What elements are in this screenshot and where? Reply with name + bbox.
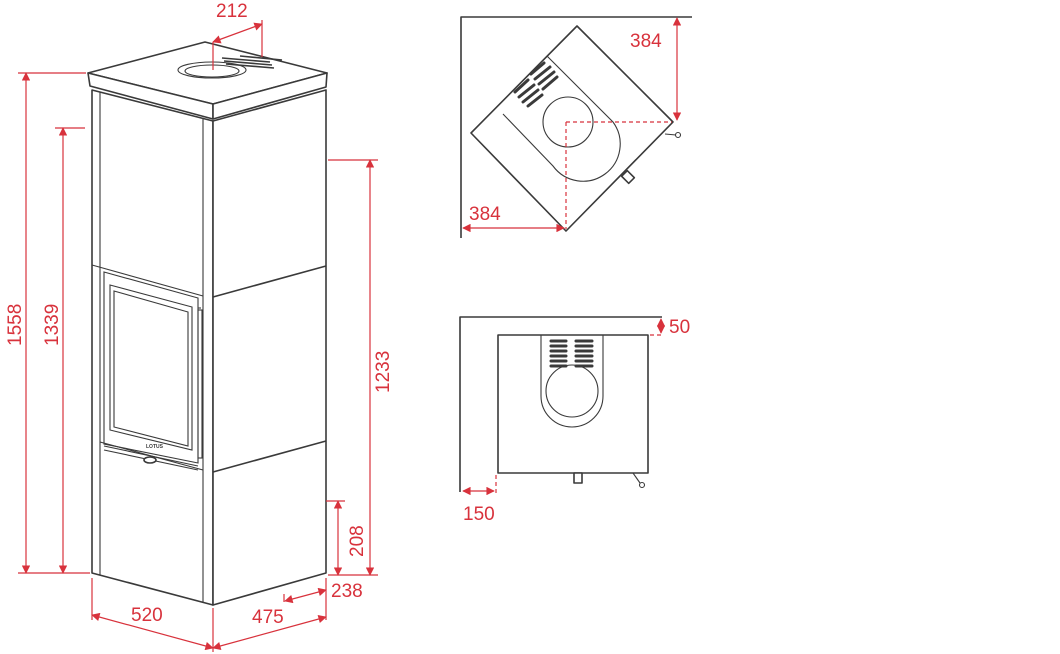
top-grille [221, 55, 283, 69]
dim-flue-offset: 212 [216, 1, 248, 22]
stove-door [103, 271, 199, 464]
dim-depth: 475 [252, 607, 284, 628]
flue-channel [540, 335, 604, 428]
flue-outlet [177, 61, 247, 79]
grille-slots [513, 61, 559, 108]
walls [459, 316, 662, 492]
flue-circle [545, 364, 599, 418]
dimension-lines: 212 1558 1339 1233 208 238 520 475 [5, 1, 394, 652]
flue-channel [502, 55, 621, 182]
flue-circle [542, 96, 594, 148]
dim-total-height: 1558 [5, 304, 26, 346]
dim-flue-center-height: 1339 [42, 304, 63, 346]
dim-rear-inlet-offset: 238 [331, 581, 363, 602]
door-glass [109, 284, 193, 451]
stove-outline-rotated [470, 25, 674, 232]
dim-corner-clearance-b: 384 [469, 204, 501, 225]
dim-width: 520 [131, 605, 163, 626]
corner-walls [460, 16, 692, 238]
dim-side-clearance: 150 [463, 504, 495, 525]
corner-installation-top-view: 384 384 [460, 16, 692, 238]
dim-rear-inlet-height: 208 [347, 525, 368, 557]
grille-slots [549, 339, 594, 368]
dim-corner-clearance-a: 384 [630, 31, 662, 52]
dim-rear-clearance: 50 [669, 317, 690, 338]
dim-air-inlet-height: 1233 [373, 351, 394, 393]
wall-installation-top-view: 50 150 [459, 316, 690, 525]
stove-outline [497, 334, 649, 474]
ash-handle [143, 456, 157, 464]
stove-perspective-view: LOTUS [87, 41, 328, 606]
stove-right-face [212, 89, 327, 606]
brand-logo: LOTUS [146, 444, 164, 450]
